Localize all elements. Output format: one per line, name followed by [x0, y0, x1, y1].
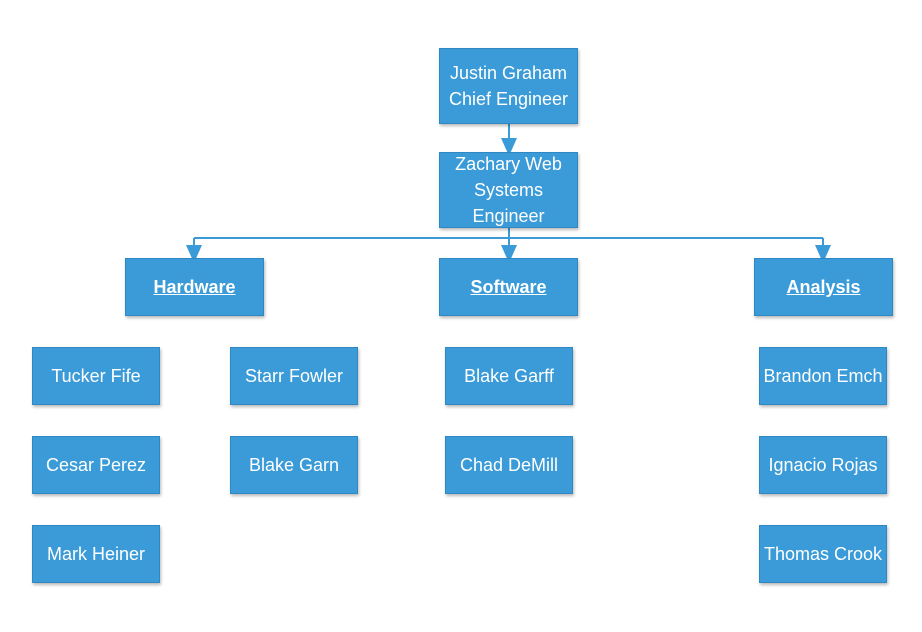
- member-name: Thomas Crook: [763, 544, 883, 564]
- chief-node: Justin Graham Chief Engineer: [439, 48, 578, 124]
- systems-title: Systems Engineer: [472, 180, 545, 226]
- member-name: Blake Garn: [248, 455, 340, 475]
- hardware-label: Hardware: [153, 277, 236, 297]
- member-name: Brandon Emch: [763, 366, 883, 386]
- analysis-node: Analysis: [754, 258, 893, 316]
- member-node: Blake Garff: [445, 347, 573, 405]
- chief-title: Chief Engineer: [448, 89, 569, 109]
- analysis-label: Analysis: [786, 277, 861, 297]
- member-name: Cesar Perez: [45, 455, 147, 475]
- software-label: Software: [470, 277, 547, 297]
- member-name: Tucker Fife: [51, 366, 141, 386]
- chief-name: Justin Graham: [449, 63, 568, 83]
- systems-name: Zachary Web: [455, 154, 562, 174]
- member-node: Starr Fowler: [230, 347, 358, 405]
- systems-node: Zachary Web Systems Engineer: [439, 152, 578, 228]
- member-node: Blake Garn: [230, 436, 358, 494]
- member-node: Chad DeMill: [445, 436, 573, 494]
- member-name: Ignacio Rojas: [768, 455, 878, 475]
- member-node: Mark Heiner: [32, 525, 160, 583]
- member-name: Mark Heiner: [46, 544, 146, 564]
- member-node: Cesar Perez: [32, 436, 160, 494]
- hardware-node: Hardware: [125, 258, 264, 316]
- member-node: Brandon Emch: [759, 347, 887, 405]
- member-node: Tucker Fife: [32, 347, 160, 405]
- software-node: Software: [439, 258, 578, 316]
- member-name: Blake Garff: [464, 366, 554, 386]
- member-node: Thomas Crook: [759, 525, 887, 583]
- member-node: Ignacio Rojas: [759, 436, 887, 494]
- member-name: Starr Fowler: [244, 366, 343, 386]
- member-name: Chad DeMill: [459, 455, 559, 475]
